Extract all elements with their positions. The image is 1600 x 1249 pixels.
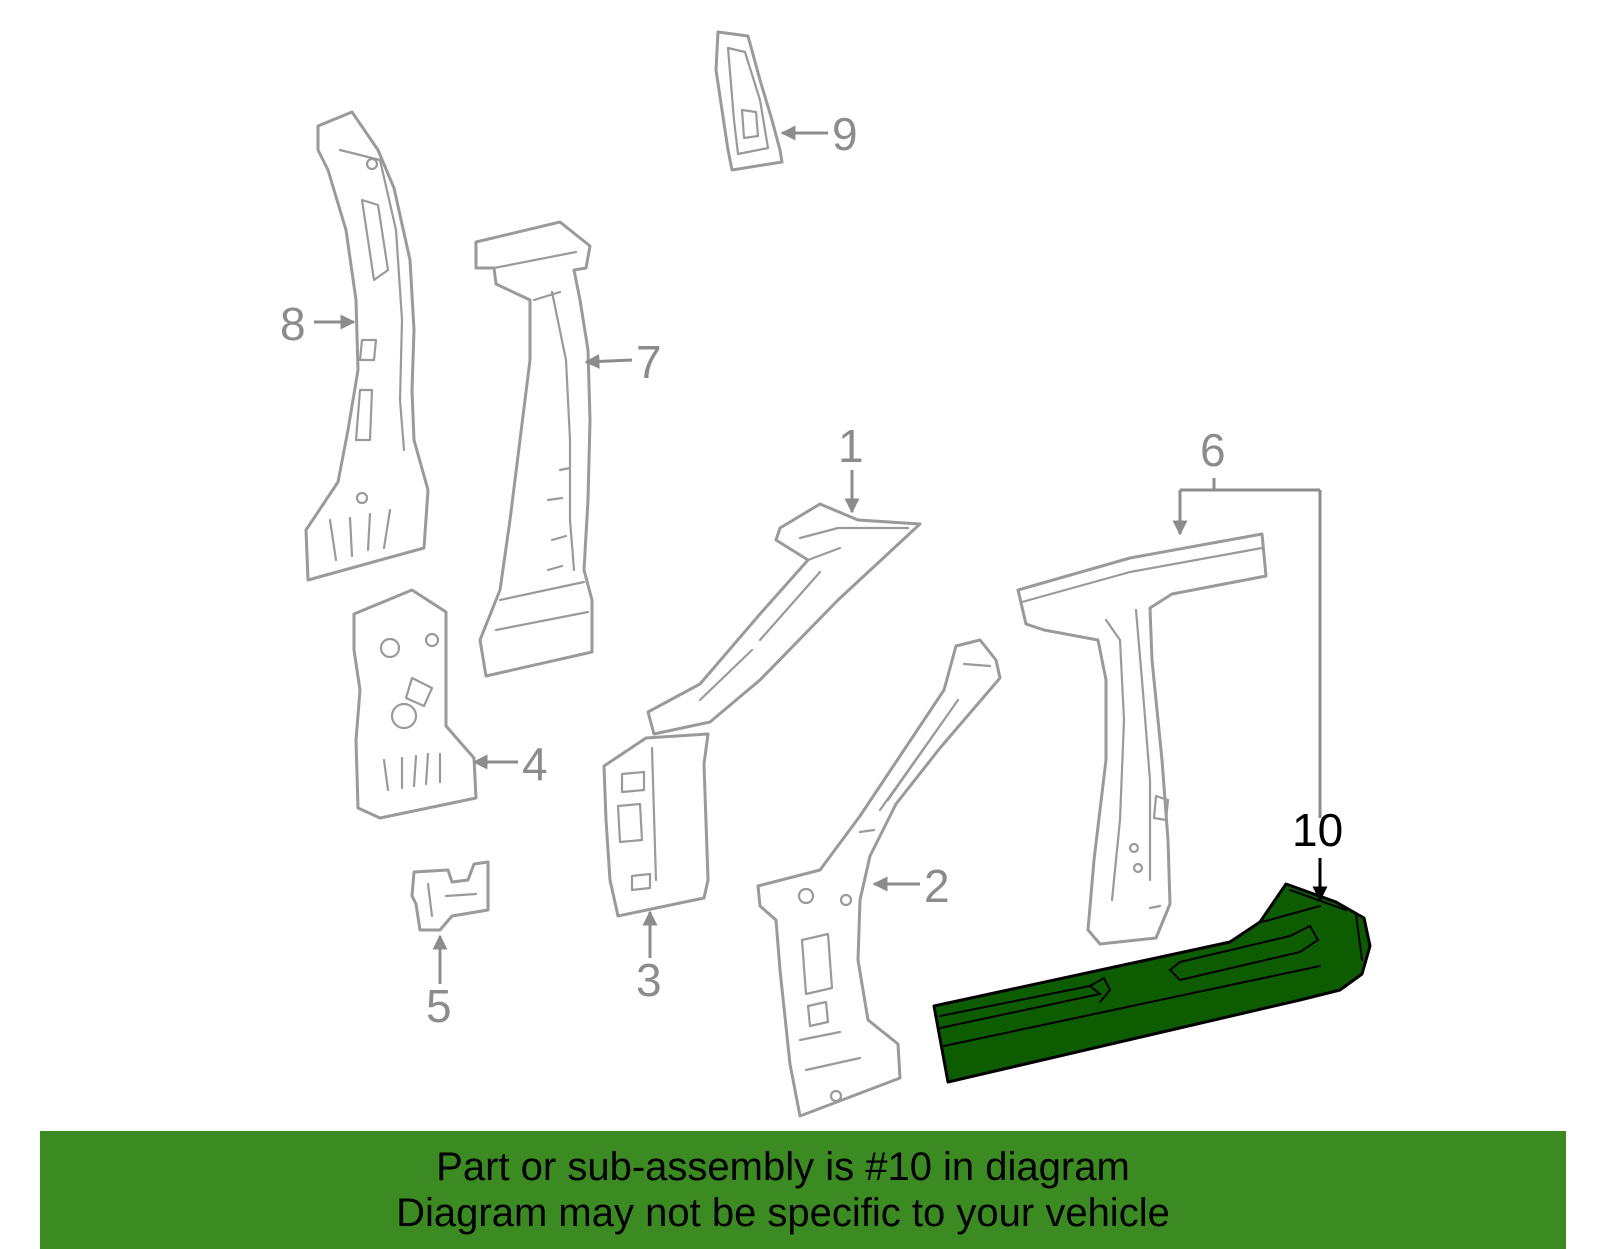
part-7-pillar[interactable] xyxy=(474,220,594,678)
callout-1: 1 xyxy=(838,420,864,472)
leader-7 xyxy=(584,353,633,369)
part-2-pillar[interactable] xyxy=(756,638,1002,1118)
part-4-panel[interactable] xyxy=(352,588,478,820)
info-banner: Part or sub-assembly is #10 in diagram D… xyxy=(40,1131,1566,1249)
callout-10: 10 xyxy=(1292,804,1343,856)
callout-6: 6 xyxy=(1200,424,1226,476)
callout-8: 8 xyxy=(280,298,306,350)
part-10-rocker-panel[interactable] xyxy=(932,882,1372,1084)
callout-2: 2 xyxy=(924,860,950,912)
part-8-pillar[interactable] xyxy=(304,110,430,582)
banner-line-2: Diagram may not be specific to your vehi… xyxy=(396,1191,1170,1235)
part-3-pillar[interactable] xyxy=(602,732,710,918)
banner-line-1: Part or sub-assembly is #10 in diagram xyxy=(436,1145,1130,1189)
leader-6-bracket xyxy=(1180,478,1322,818)
callout-5: 5 xyxy=(426,980,452,1032)
callout-7: 7 xyxy=(636,336,662,388)
callout-9: 9 xyxy=(832,108,858,160)
part-1-rail[interactable] xyxy=(646,502,922,736)
part-9-bracket[interactable] xyxy=(714,30,784,172)
callout-3: 3 xyxy=(636,954,662,1006)
part-6-pillar[interactable] xyxy=(1016,532,1268,946)
part-5-clip[interactable] xyxy=(410,860,490,932)
callout-4: 4 xyxy=(522,738,548,790)
